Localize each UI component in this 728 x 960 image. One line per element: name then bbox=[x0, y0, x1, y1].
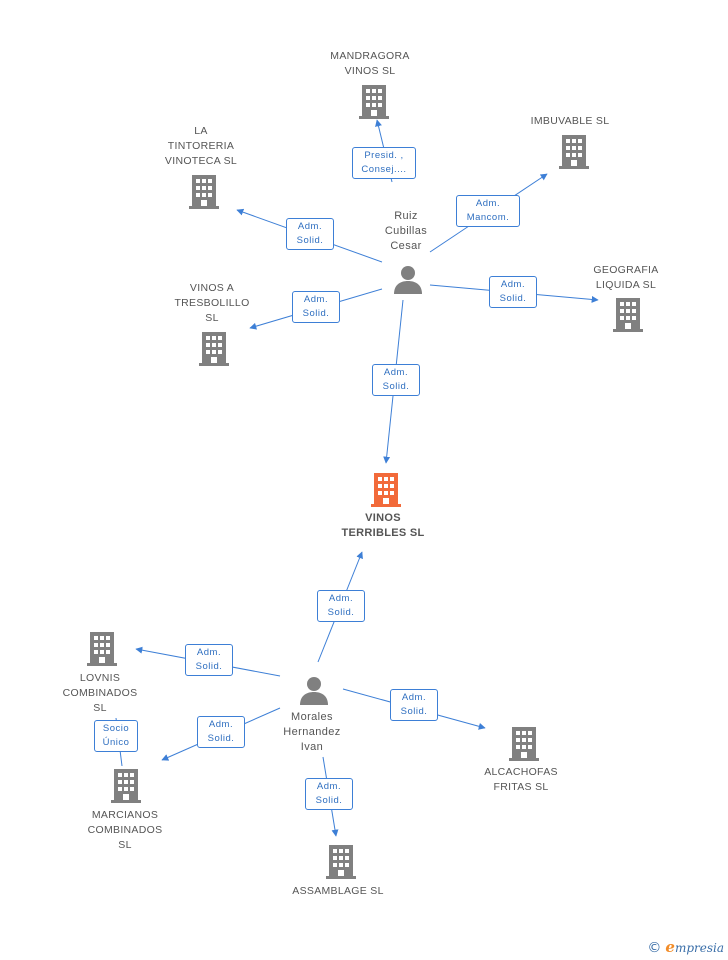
building-icon-vinos-terribles[interactable] bbox=[371, 473, 401, 507]
brand-logo-initial: e bbox=[665, 938, 675, 956]
edge-label-morales-lovnis[interactable]: Adm. Solid. bbox=[185, 644, 233, 676]
building-icon-lovnis[interactable] bbox=[87, 632, 117, 666]
brand-logo-text: mpresia bbox=[674, 941, 724, 955]
building-icon-tintoreria[interactable] bbox=[189, 175, 219, 209]
building-icon-alcachofas[interactable] bbox=[509, 727, 539, 761]
edge-label-morales-alcachofas[interactable]: Adm. Solid. bbox=[390, 689, 438, 721]
company-label-tintoreria[interactable]: LA TINTORERIA VINOTECA SL bbox=[164, 125, 238, 167]
brand-footer[interactable]: ©empresia bbox=[647, 938, 724, 956]
company-label-imbuvable[interactable]: IMBUVABLE SL bbox=[530, 115, 610, 127]
building-icon-assamblage[interactable] bbox=[326, 845, 356, 879]
copyright-symbol: © bbox=[647, 940, 662, 956]
edge-label-ruiz-tresbolillo[interactable]: Adm. Solid. bbox=[292, 291, 340, 323]
building-icon-geografia[interactable] bbox=[613, 298, 643, 332]
company-label-alcachofas[interactable]: ALCACHOFAS FRITAS SL bbox=[484, 766, 558, 793]
company-label-assamblage[interactable]: ASSAMBLAGE SL bbox=[292, 885, 384, 897]
building-icon-tresbolillo[interactable] bbox=[199, 332, 229, 366]
company-label-geografia[interactable]: GEOGRAFIA LIQUIDA SL bbox=[593, 264, 659, 291]
edge-label-morales-terribles[interactable]: Adm. Solid. bbox=[317, 590, 365, 622]
building-icon-marcianos[interactable] bbox=[111, 769, 141, 803]
building-icon-imbuvable[interactable] bbox=[559, 135, 589, 169]
edge-label-ruiz-mandragora[interactable]: Presid. , Consej.... bbox=[352, 147, 416, 179]
edge-label-lovnis-marcianos[interactable]: Socio Único bbox=[94, 720, 138, 752]
person-icon-ruiz[interactable] bbox=[393, 265, 423, 295]
company-label-mandragora[interactable]: MANDRAGORA VINOS SL bbox=[330, 50, 410, 77]
edge-label-ruiz-tintoreria[interactable]: Adm. Solid. bbox=[286, 218, 334, 250]
building-icon-mandragora[interactable] bbox=[359, 85, 389, 119]
company-label-lovnis[interactable]: LOVNIS COMBINADOS SL bbox=[62, 672, 138, 714]
edge-label-ruiz-terribles[interactable]: Adm. Solid. bbox=[372, 364, 420, 396]
company-label-tresbolillo[interactable]: VINOS A TRESBOLILLO SL bbox=[174, 282, 250, 324]
company-label-vinos-terribles[interactable]: VINOS TERRIBLES SL bbox=[341, 512, 425, 539]
edge-label-ruiz-geografia[interactable]: Adm. Solid. bbox=[489, 276, 537, 308]
person-icon-morales[interactable] bbox=[299, 676, 329, 706]
edge-label-morales-marcianos[interactable]: Adm. Solid. bbox=[197, 716, 245, 748]
person-label-ruiz[interactable]: Ruiz Cubillas Cesar bbox=[384, 210, 428, 252]
company-label-marcianos[interactable]: MARCIANOS COMBINADOS SL bbox=[87, 809, 163, 851]
person-label-morales[interactable]: Morales Hernandez Ivan bbox=[283, 711, 341, 753]
edge-label-morales-assamblage[interactable]: Adm. Solid. bbox=[305, 778, 353, 810]
edge-label-ruiz-imbuvable[interactable]: Adm. Mancom. bbox=[456, 195, 520, 227]
